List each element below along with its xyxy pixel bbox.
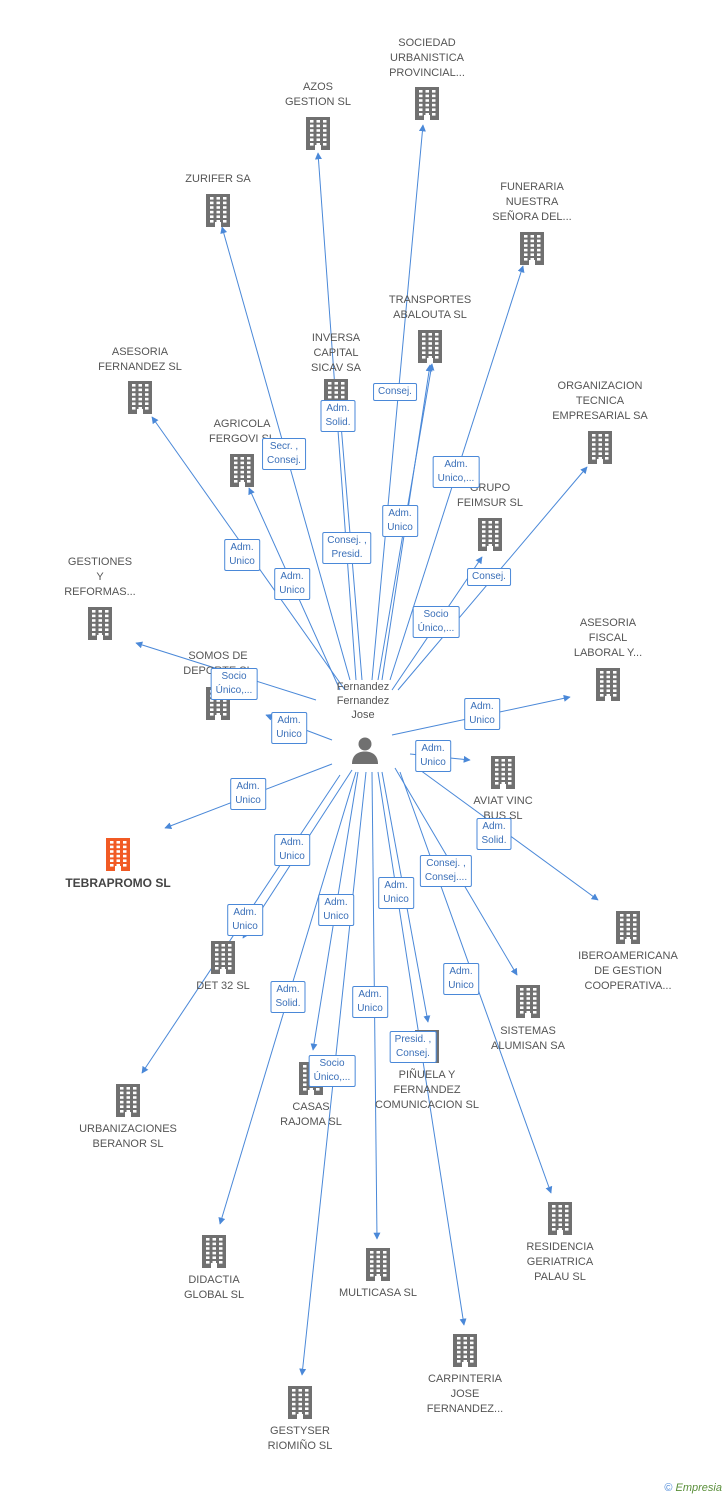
center-person-name[interactable]: Fernandez Fernandez Jose [336,681,390,721]
relation-label[interactable]: Adm. Unico [274,568,310,600]
building-icon[interactable] [363,1247,393,1281]
edge-to-sociedad [371,124,426,681]
company-name[interactable]: SOCIEDAD URBANISTICA PROVINCIAL... [389,37,465,79]
relation-label[interactable]: Presid. , Consej. [389,1031,437,1063]
relation-label[interactable]: Consej. , Presid. [322,532,372,564]
relation-label[interactable]: Adm. Unico [464,698,500,730]
company-name[interactable]: TRANSPORTES ABALOUTA SL [388,294,472,321]
building-icon[interactable] [203,193,233,227]
relation-label[interactable]: Adm. Unico [230,778,266,810]
relation-label[interactable]: Adm. Unico [274,834,310,866]
brand-name[interactable]: Empresia [675,1482,722,1494]
relation-label[interactable]: Adm. Unico,... [432,456,480,488]
person-icon[interactable] [350,735,380,765]
relation-label[interactable]: Adm. Solid. [320,400,356,432]
relation-label[interactable]: Adm. Unico [224,539,260,571]
relation-label[interactable]: Secr. , Consej. [262,438,306,470]
relation-label[interactable]: Socio Único,... [210,668,258,700]
company-name[interactable]: ZURIFER SA [185,173,251,185]
company-name[interactable]: ASESORIA FISCAL LABORAL Y... [573,617,643,659]
company-name[interactable]: CASAS RAJOMA SL [280,1101,342,1128]
building-icon[interactable] [125,380,155,414]
company-node-aviat[interactable]: AVIAT VINC BUS SL [438,755,568,824]
company-node-det32[interactable]: DET 32 SL [158,940,288,994]
company-name[interactable]: IBEROAMERICANA DE GESTION COOPERATIVA... [578,950,678,992]
relation-label[interactable]: Socio Único,... [308,1055,356,1087]
company-name[interactable]: ORGANIZACION TECNICA EMPRESARIAL SA [552,380,648,422]
relation-label[interactable]: Adm. Unico [378,877,414,909]
building-icon[interactable] [103,837,133,871]
company-node-gestyser[interactable]: GESTYSER RIOMIÑO SL [235,1385,365,1454]
building-icon[interactable] [208,940,238,974]
relation-label[interactable]: Adm. Unico [382,505,418,537]
company-node-organizacion[interactable]: ORGANIZACION TECNICA EMPRESARIAL SA [535,379,665,464]
company-name[interactable]: RESIDENCIA GERIATRICA PALAU SL [526,1241,594,1283]
relation-label[interactable]: Adm. Unico [415,740,451,772]
company-name[interactable]: DIDACTIA GLOBAL SL [183,1274,245,1301]
company-node-didactia[interactable]: DIDACTIA GLOBAL SL [149,1234,279,1303]
relation-label[interactable]: Consej. [373,383,417,401]
company-node-transportes[interactable]: TRANSPORTES ABALOUTA SL [365,293,495,363]
building-icon[interactable] [227,453,257,487]
building-icon[interactable] [199,1234,229,1268]
company-node-asesoria_fiscal[interactable]: ASESORIA FISCAL LABORAL Y... [543,616,673,701]
company-name[interactable]: URBANIZACIONES BERANOR SL [79,1123,177,1150]
relation-label[interactable]: Adm. Unico [443,963,479,995]
company-name[interactable]: GRUPO FEIMSUR SL [456,482,523,509]
company-name[interactable]: ASESORIA FERNANDEZ SL [98,346,182,373]
company-node-asesoria_fernandez[interactable]: ASESORIA FERNANDEZ SL [75,345,205,414]
building-icon[interactable] [475,517,505,551]
building-icon[interactable] [412,86,442,120]
footer-brand: ©Empresia [664,1482,722,1494]
company-node-multicasa[interactable]: MULTICASA SL [313,1247,443,1301]
building-icon[interactable] [613,910,643,944]
company-node-grupo_feimsur[interactable]: GRUPO FEIMSUR SL [425,481,555,551]
company-node-tebrapromo[interactable]: TEBRAPROMO SL [53,837,183,891]
company-node-carpinteria[interactable]: CARPINTERIA JOSE FERNANDEZ... [400,1333,530,1417]
company-name[interactable]: PIÑUELA Y FERNANDEZ COMUNICACION SL [375,1069,479,1111]
company-node-iberoamericana[interactable]: IBEROAMERICANA DE GESTION COOPERATIVA... [563,910,693,994]
company-name[interactable]: CARPINTERIA JOSE FERNANDEZ... [426,1373,504,1415]
building-icon[interactable] [450,1333,480,1367]
relation-label[interactable]: Adm. Unico [227,904,263,936]
relation-label[interactable]: Adm. Unico [318,894,354,926]
company-node-funeraria[interactable]: FUNERARIA NUESTRA SEÑORA DEL... [467,180,597,265]
company-name[interactable]: GESTYSER RIOMIÑO SL [267,1425,333,1452]
company-node-azos[interactable]: AZOS GESTION SL [253,80,383,150]
building-icon[interactable] [585,430,615,464]
company-name[interactable]: DET 32 SL [196,980,250,992]
building-icon[interactable] [415,329,445,363]
company-name[interactable]: TEBRAPROMO SL [65,876,171,890]
relation-label[interactable]: Adm. Unico [271,712,307,744]
company-name[interactable]: INVERSA CAPITAL SICAV SA [311,332,361,374]
relation-label[interactable]: Adm. Solid. [476,818,512,850]
company-node-gestiones[interactable]: GESTIONES Y REFORMAS... [35,555,165,640]
building-icon[interactable] [517,231,547,265]
relation-label[interactable]: Consej. , Consej.... [419,855,473,887]
company-name[interactable]: GESTIONES Y REFORMAS... [64,556,136,598]
relation-label[interactable]: Adm. Solid. [270,981,306,1013]
building-icon[interactable] [593,667,623,701]
company-name[interactable]: AZOS GESTION SL [284,81,352,108]
company-name[interactable]: FUNERARIA NUESTRA SEÑORA DEL... [492,181,572,223]
company-node-residencia[interactable]: RESIDENCIA GERIATRICA PALAU SL [495,1201,625,1285]
company-node-sistemas[interactable]: SISTEMAS ALUMISAN SA [463,984,593,1054]
company-node-zurifer[interactable]: ZURIFER SA [153,172,283,227]
company-node-sociedad[interactable]: SOCIEDAD URBANISTICA PROVINCIAL... [362,36,492,120]
company-name[interactable]: MULTICASA SL [338,1287,418,1299]
building-icon[interactable] [303,116,333,150]
relation-label[interactable]: Adm. Unico [352,986,388,1018]
company-name[interactable]: SISTEMAS ALUMISAN SA [491,1025,565,1052]
relation-label[interactable]: Socio Único,... [412,606,460,638]
relation-label[interactable]: Consej. [467,568,511,586]
building-icon[interactable] [488,755,518,789]
building-icon[interactable] [545,1201,575,1235]
copyright-symbol: © [664,1482,673,1494]
building-icon[interactable] [85,606,115,640]
building-icon[interactable] [285,1385,315,1419]
building-icon[interactable] [113,1083,143,1117]
company-node-urbanizaciones[interactable]: URBANIZACIONES BERANOR SL [63,1083,193,1152]
building-icon[interactable] [513,984,543,1018]
